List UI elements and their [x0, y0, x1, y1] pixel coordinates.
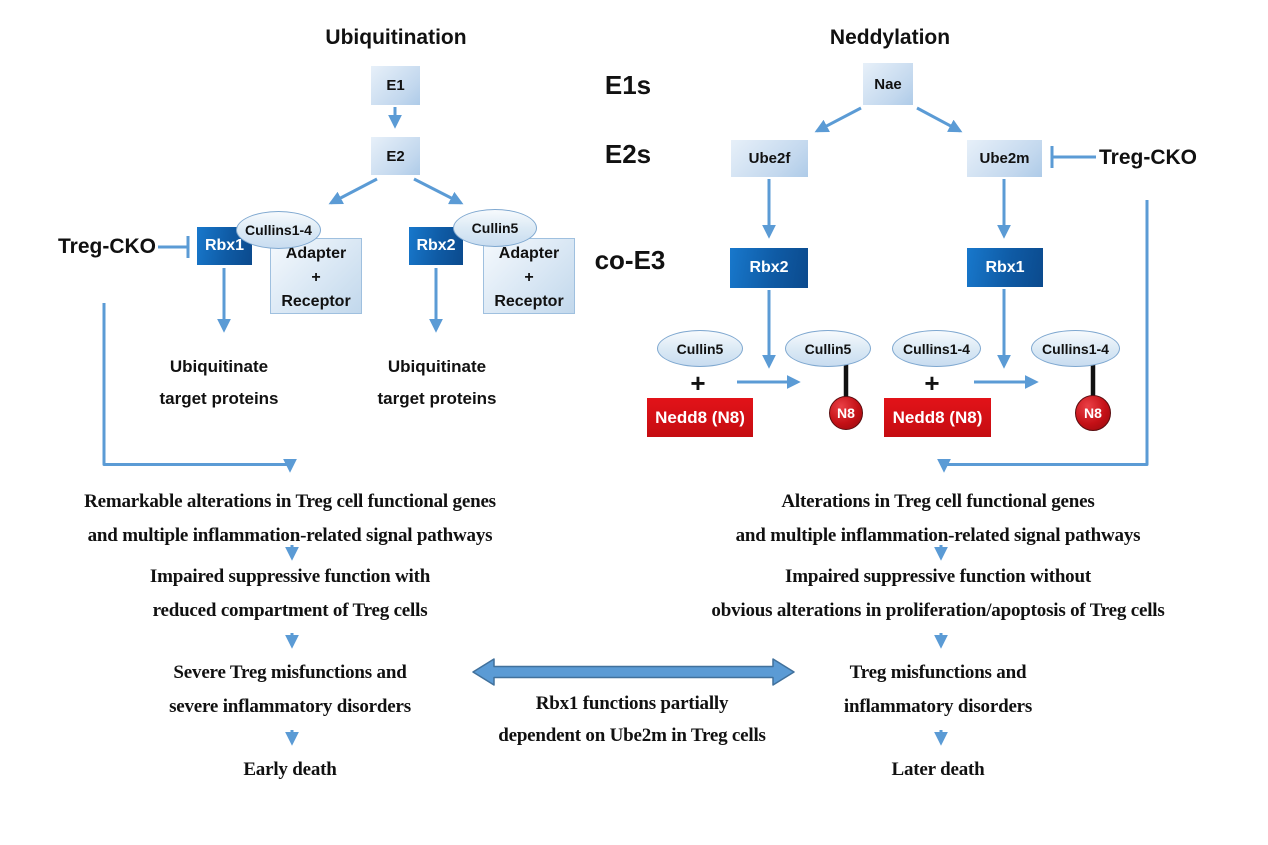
center-note-line1: Rbx1 functions partially	[535, 693, 729, 714]
right-flow-step3-line1: Treg misfunctions and	[849, 662, 1027, 683]
cullins1-4-substrate-ellipse: Cullins1-4	[892, 330, 981, 367]
node-nae: Nae	[863, 63, 913, 105]
arrow-e2-to-complex1-icon	[328, 177, 378, 205]
right-flow-step2-line2: obvious alterations in proliferation/apo…	[711, 600, 1165, 621]
left-flow-step2-line1: Impaired suppressive function with	[149, 566, 431, 587]
right-flow-step2-line1: Impaired suppressive function without	[785, 566, 1091, 587]
outcome2-line1: Ubiquitinate	[387, 357, 487, 376]
left-flow-step1-line2: and multiple inflammation-related signal…	[87, 525, 493, 546]
neddylation-title: Neddylation	[829, 26, 951, 49]
arrow-nae-to-ube2f-icon	[814, 106, 862, 133]
right-flow-step1: Alterations in Treg cell functional gene…	[678, 485, 1198, 553]
arrow-e2-to-complex2-icon	[413, 177, 464, 205]
cullin5-product-ellipse: Cullin5	[785, 330, 871, 367]
cullin5-substrate-ellipse: Cullin5	[657, 330, 743, 367]
right-flow-step2: Impaired suppressive function without ob…	[678, 560, 1198, 628]
node-rbx2-right: Rbx2	[730, 248, 808, 288]
stage-label-e1s: E1s	[604, 70, 652, 100]
cullins1-4-product-ellipse: Cullins1-4	[1031, 330, 1120, 367]
left-flow-step1: Remarkable alterations in Treg cell func…	[30, 485, 550, 553]
left-flow-step2: Impaired suppressive function with reduc…	[30, 560, 550, 628]
nedd8-box-2: Nedd8 (N8)	[884, 398, 991, 437]
right-flow-step4: Later death	[891, 759, 985, 780]
node-ube2f: Ube2f	[731, 140, 808, 177]
right-flow-step1-line1: Alterations in Treg cell functional gene…	[781, 491, 1095, 512]
arrow-nae-to-ube2m-icon	[916, 106, 963, 133]
cullin5-ellipse-left: Cullin5	[453, 209, 537, 247]
adapter-receptor-box-1: Adapter + Receptor	[270, 238, 362, 314]
treg-cko-label-right: Treg-CKO	[1098, 146, 1197, 169]
left-flow-step4: Early death	[243, 759, 337, 780]
receptor-label: Receptor	[281, 293, 351, 310]
cullins1-4-ellipse-left: Cullins1-4	[236, 211, 321, 249]
n8-circle-1: N8	[829, 396, 863, 430]
left-flow-step2-line2: reduced compartment of Treg cells	[152, 600, 428, 621]
node-rbx2-left: Rbx2	[409, 227, 463, 265]
node-e2: E2	[371, 137, 420, 175]
node-e1: E1	[371, 66, 420, 105]
stage-label-e2s: E2s	[604, 139, 652, 169]
adapter-receptor-box-2: Adapter + Receptor	[483, 238, 575, 314]
left-flow-step3-line1: Severe Treg misfunctions and	[173, 662, 407, 683]
node-ube2m: Ube2m	[967, 140, 1042, 177]
left-flow-step3-line2: severe inflammatory disorders	[169, 696, 411, 717]
outcome1-line2: target proteins	[159, 389, 279, 408]
right-flow-step3: Treg misfunctions and inflammatory disor…	[678, 656, 1198, 724]
center-note-line2: dependent on Ube2m in Treg cells	[498, 725, 766, 746]
adapter-label: Adapter	[498, 245, 560, 262]
left-flow-step1-line1: Remarkable alterations in Treg cell func…	[84, 491, 496, 512]
outcome1-line1: Ubiquitinate	[169, 357, 269, 376]
nedd8-box-1: Nedd8 (N8)	[647, 398, 753, 437]
elbow-left-tregcko-to-flow	[102, 303, 297, 473]
right-flow-step1-line2: and multiple inflammation-related signal…	[735, 525, 1141, 546]
n8-circle-2: N8	[1075, 395, 1111, 431]
center-note: Rbx1 functions partially dependent on Ub…	[432, 688, 832, 752]
right-flow-step3-line2: inflammatory disorders	[843, 696, 1033, 717]
node-rbx1-right: Rbx1	[967, 248, 1043, 287]
plus-label: +	[311, 269, 321, 286]
receptor-label: Receptor	[494, 293, 564, 310]
adapter-label: Adapter	[285, 245, 347, 262]
plus-sign-1: +	[690, 368, 706, 398]
plus-label: +	[524, 269, 534, 286]
ubiquitination-title: Ubiquitination	[325, 26, 467, 49]
treg-cko-label-left: Treg-CKO	[57, 235, 156, 258]
left-flow-step3: Severe Treg misfunctions and severe infl…	[30, 656, 550, 724]
plus-sign-2: +	[924, 368, 940, 398]
outcome2-line2: target proteins	[377, 389, 497, 408]
stage-label-co-e3: co-E3	[594, 245, 666, 275]
